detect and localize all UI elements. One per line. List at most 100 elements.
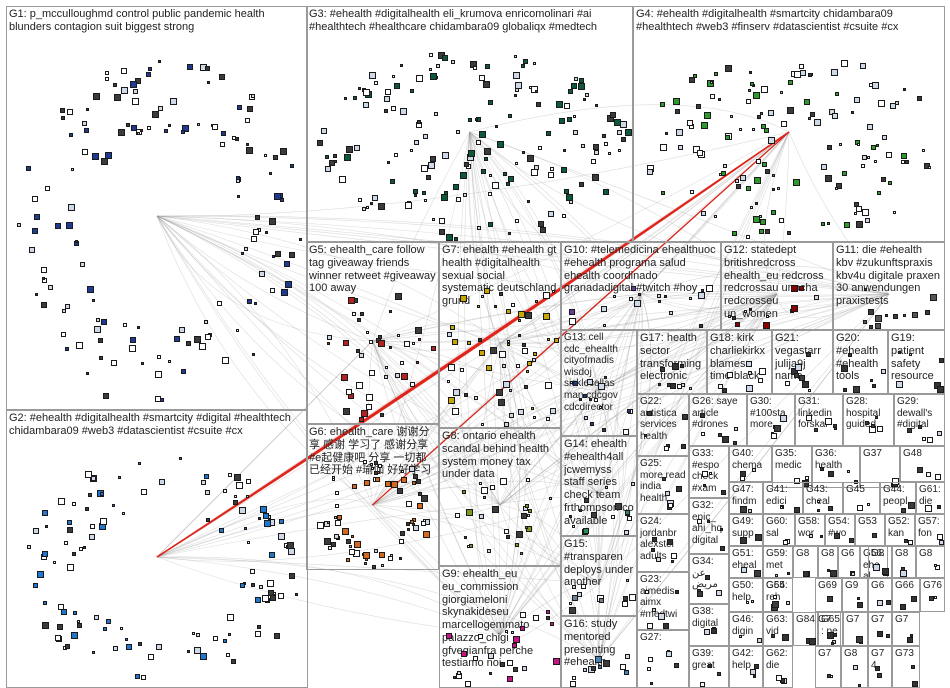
network-node (870, 379, 873, 382)
network-node (806, 415, 812, 421)
network-node (668, 503, 673, 508)
group-panel-g70: G7 (815, 612, 841, 646)
network-node (92, 153, 99, 160)
network-node (488, 653, 494, 659)
network-node (122, 512, 125, 515)
network-node (67, 520, 72, 525)
group-panel-g81: G8 (892, 546, 916, 578)
network-node (704, 112, 711, 119)
network-node (548, 172, 554, 178)
network-node (865, 421, 869, 425)
network-node (755, 534, 762, 541)
network-node (757, 638, 762, 643)
network-node (82, 149, 88, 155)
network-node (205, 334, 211, 340)
network-node (84, 128, 89, 133)
network-node (133, 89, 138, 94)
network-node (680, 364, 684, 368)
network-node (657, 294, 661, 298)
network-node (379, 552, 385, 558)
network-node (222, 357, 229, 364)
network-node (848, 353, 852, 357)
network-node (141, 362, 144, 365)
network-node (464, 393, 468, 397)
network-node (573, 115, 576, 118)
network-node (524, 385, 528, 389)
network-node (622, 601, 628, 607)
network-node (720, 546, 725, 551)
network-node (92, 299, 95, 302)
network-node (875, 323, 881, 329)
network-node (696, 104, 701, 109)
network-node (130, 337, 136, 343)
network-node (827, 222, 830, 225)
network-node (885, 314, 888, 317)
network-node (618, 149, 621, 152)
network-node (42, 551, 48, 557)
group-panel-g4: G4: #ehealth #digitalhealth #smartcity c… (633, 6, 945, 242)
group-label-g78: G8 (796, 548, 815, 560)
network-node (875, 416, 878, 419)
group-panel-g83: G9 (842, 578, 868, 612)
network-node (404, 341, 410, 347)
group-panel-g11: G11: die #ehealth kbv #zukunftspraxis kb… (833, 242, 945, 330)
network-node (515, 82, 522, 89)
network-node (725, 135, 730, 140)
network-node (504, 529, 509, 534)
network-node (909, 353, 912, 356)
network-node (328, 546, 332, 550)
network-node (389, 346, 392, 349)
network-node (132, 98, 139, 105)
network-node (337, 515, 342, 520)
network-node (481, 487, 488, 494)
network-node (60, 108, 65, 113)
network-node (799, 64, 804, 69)
network-node (80, 262, 85, 267)
network-node (358, 87, 361, 90)
network-node (825, 418, 832, 425)
network-node (217, 301, 222, 306)
network-node (579, 398, 582, 401)
network-node (494, 305, 497, 308)
network-node (424, 199, 427, 202)
network-node (196, 633, 200, 637)
network-node (697, 519, 702, 524)
group-panel-g26: G26: saye article #drones (689, 394, 747, 446)
network-node (918, 425, 922, 429)
network-node (546, 610, 550, 614)
network-node (275, 251, 281, 257)
network-node (753, 216, 760, 223)
network-node (658, 613, 665, 620)
network-node (700, 413, 705, 418)
network-node (473, 66, 477, 70)
network-node (556, 101, 563, 108)
network-node (147, 126, 151, 130)
network-node (658, 300, 661, 303)
network-node (429, 68, 432, 71)
network-node (740, 506, 747, 513)
network-node (245, 118, 250, 123)
network-node (457, 671, 461, 675)
network-node (434, 112, 438, 116)
network-node (430, 156, 436, 162)
network-node (853, 665, 858, 670)
network-node (423, 531, 430, 538)
network-node (821, 164, 827, 170)
network-node (701, 122, 708, 129)
network-node (527, 200, 530, 203)
network-node (552, 290, 555, 293)
network-node (432, 218, 435, 221)
network-node (488, 192, 492, 196)
network-node (577, 592, 582, 597)
network-node (460, 295, 467, 302)
network-node (535, 90, 538, 93)
network-node (910, 634, 913, 637)
network-node (73, 611, 77, 615)
network-node (820, 535, 823, 538)
network-node (707, 520, 710, 523)
network-node (421, 521, 426, 526)
network-node (518, 319, 521, 322)
network-node (623, 596, 628, 601)
network-node (235, 137, 239, 141)
network-node (423, 134, 428, 139)
